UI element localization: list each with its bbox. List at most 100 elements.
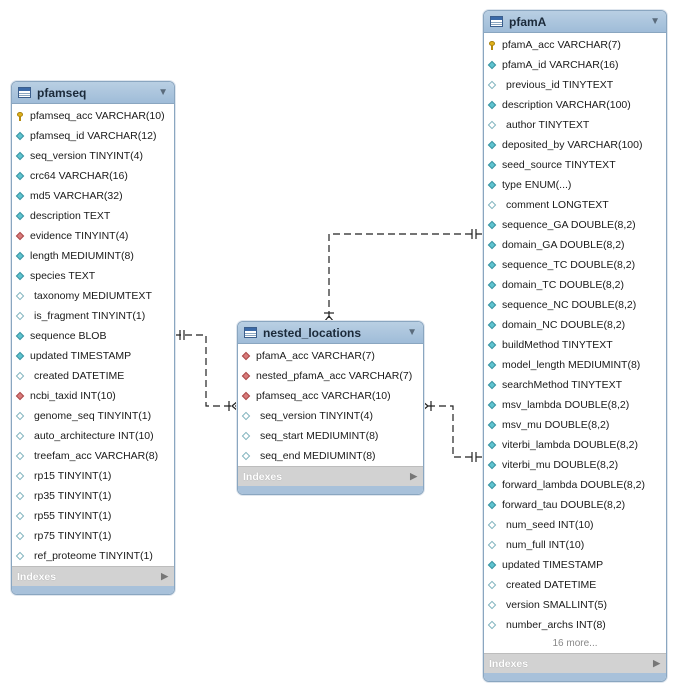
expand-arrow-icon[interactable]: ▶ xyxy=(410,471,417,481)
column-row[interactable]: pfamA_acc VARCHAR(7) xyxy=(238,346,423,366)
column-row[interactable]: auto_architecture INT(10) xyxy=(12,426,174,446)
not-null-column-icon xyxy=(488,181,497,190)
column-label: ncbi_taxid INT(10) xyxy=(30,390,116,402)
column-row[interactable]: pfamseq_id VARCHAR(12) xyxy=(12,126,174,146)
not-null-column-icon xyxy=(488,241,497,250)
column-label: searchMethod TINYTEXT xyxy=(502,379,623,391)
indexes-section[interactable]: Indexes ▶ xyxy=(238,466,423,486)
column-row[interactable]: seq_version TINYINT(4) xyxy=(238,406,423,426)
column-row[interactable]: type ENUM(...) xyxy=(484,175,666,195)
column-row[interactable]: comment LONGTEXT xyxy=(484,195,666,215)
column-row[interactable]: forward_lambda DOUBLE(8,2) xyxy=(484,475,666,495)
expand-arrow-icon[interactable]: ▶ xyxy=(653,658,660,668)
column-label: species TEXT xyxy=(30,270,96,282)
column-label: auto_architecture INT(10) xyxy=(34,430,154,442)
column-row[interactable]: md5 VARCHAR(32) xyxy=(12,186,174,206)
column-row[interactable]: description VARCHAR(100) xyxy=(484,95,666,115)
foreign-key-column-icon xyxy=(242,352,251,361)
column-row[interactable]: seq_start MEDIUMINT(8) xyxy=(238,426,423,446)
table-header[interactable]: pfamA ▼ xyxy=(484,11,666,33)
column-row[interactable]: author TINYTEXT xyxy=(484,115,666,135)
column-row[interactable]: ref_proteome TINYINT(1) xyxy=(12,546,174,566)
collapse-triangle-icon[interactable]: ▼ xyxy=(407,327,417,338)
column-row[interactable]: taxonomy MEDIUMTEXT xyxy=(12,286,174,306)
table-header[interactable]: pfamseq ▼ xyxy=(12,82,174,104)
nullable-column-icon xyxy=(16,412,29,421)
column-label: model_length MEDIUMINT(8) xyxy=(502,359,641,371)
collapse-triangle-icon[interactable]: ▼ xyxy=(158,87,168,98)
table-pfamseq[interactable]: pfamseq ▼ pfamseq_acc VARCHAR(10)pfamseq… xyxy=(11,81,175,595)
column-label: rp15 TINYINT(1) xyxy=(34,470,112,482)
indexes-section[interactable]: Indexes ▶ xyxy=(484,653,666,673)
table-pfama[interactable]: pfamA ▼ pfamA_acc VARCHAR(7)pfamA_id VAR… xyxy=(483,10,667,682)
column-row[interactable]: pfamA_id VARCHAR(16) xyxy=(484,55,666,75)
not-null-column-icon xyxy=(16,352,25,361)
column-row[interactable]: updated TIMESTAMP xyxy=(12,346,174,366)
column-row[interactable]: number_archs INT(8) xyxy=(484,615,666,635)
column-row[interactable]: seed_source TINYTEXT xyxy=(484,155,666,175)
nullable-column-icon xyxy=(488,541,501,550)
table-footer xyxy=(12,586,174,594)
column-row[interactable]: msv_lambda DOUBLE(8,2) xyxy=(484,395,666,415)
table-nested-locations[interactable]: nested_locations ▼ pfamA_acc VARCHAR(7)n… xyxy=(237,321,424,495)
column-label: md5 VARCHAR(32) xyxy=(30,190,123,202)
not-null-column-icon xyxy=(488,481,497,490)
column-row[interactable]: domain_GA DOUBLE(8,2) xyxy=(484,235,666,255)
column-row[interactable]: rp35 TINYINT(1) xyxy=(12,486,174,506)
column-row[interactable]: num_seed INT(10) xyxy=(484,515,666,535)
column-row[interactable]: pfamseq_acc VARCHAR(10) xyxy=(238,386,423,406)
column-row[interactable]: sequence_GA DOUBLE(8,2) xyxy=(484,215,666,235)
column-row[interactable]: genome_seq TINYINT(1) xyxy=(12,406,174,426)
column-row[interactable]: created DATETIME xyxy=(12,366,174,386)
column-row[interactable]: seq_version TINYINT(4) xyxy=(12,146,174,166)
column-row[interactable]: msv_mu DOUBLE(8,2) xyxy=(484,415,666,435)
column-row[interactable]: previous_id TINYTEXT xyxy=(484,75,666,95)
column-row[interactable]: created DATETIME xyxy=(484,575,666,595)
column-list: pfamA_acc VARCHAR(7)nested_pfamA_acc VAR… xyxy=(238,344,423,466)
column-row[interactable]: species TEXT xyxy=(12,266,174,286)
column-row[interactable]: pfamseq_acc VARCHAR(10) xyxy=(12,106,174,126)
column-row[interactable]: pfamA_acc VARCHAR(7) xyxy=(484,35,666,55)
column-row[interactable]: rp15 TINYINT(1) xyxy=(12,466,174,486)
column-row[interactable]: viterbi_mu DOUBLE(8,2) xyxy=(484,455,666,475)
column-label: sequence_TC DOUBLE(8,2) xyxy=(502,259,636,271)
column-row[interactable]: ncbi_taxid INT(10) xyxy=(12,386,174,406)
not-null-column-icon xyxy=(488,261,497,270)
column-row[interactable]: searchMethod TINYTEXT xyxy=(484,375,666,395)
column-label: author TINYTEXT xyxy=(506,119,590,131)
column-row[interactable]: buildMethod TINYTEXT xyxy=(484,335,666,355)
column-row[interactable]: num_full INT(10) xyxy=(484,535,666,555)
column-row[interactable]: deposited_by VARCHAR(100) xyxy=(484,135,666,155)
column-row[interactable]: length MEDIUMINT(8) xyxy=(12,246,174,266)
not-null-column-icon xyxy=(488,281,497,290)
column-row[interactable]: domain_NC DOUBLE(8,2) xyxy=(484,315,666,335)
table-title: nested_locations xyxy=(263,325,362,340)
column-row[interactable]: seq_end MEDIUMINT(8) xyxy=(238,446,423,466)
more-columns-link[interactable]: 16 more... xyxy=(552,638,598,649)
column-label: type ENUM(...) xyxy=(502,179,572,191)
column-row[interactable]: viterbi_lambda DOUBLE(8,2) xyxy=(484,435,666,455)
column-row[interactable]: sequence_TC DOUBLE(8,2) xyxy=(484,255,666,275)
nullable-column-icon xyxy=(16,312,29,321)
column-row[interactable]: rp55 TINYINT(1) xyxy=(12,506,174,526)
column-row[interactable]: model_length MEDIUMINT(8) xyxy=(484,355,666,375)
column-row[interactable]: version SMALLINT(5) xyxy=(484,595,666,615)
indexes-section[interactable]: Indexes ▶ xyxy=(12,566,174,586)
column-row[interactable]: domain_TC DOUBLE(8,2) xyxy=(484,275,666,295)
column-label: description TEXT xyxy=(30,210,111,222)
not-null-column-icon xyxy=(16,132,25,141)
column-row[interactable]: rp75 TINYINT(1) xyxy=(12,526,174,546)
expand-arrow-icon[interactable]: ▶ xyxy=(161,571,168,581)
column-row[interactable]: sequence_NC DOUBLE(8,2) xyxy=(484,295,666,315)
table-header[interactable]: nested_locations ▼ xyxy=(238,322,423,344)
column-row[interactable]: evidence TINYINT(4) xyxy=(12,226,174,246)
column-row[interactable]: forward_tau DOUBLE(8,2) xyxy=(484,495,666,515)
column-row[interactable]: treefam_acc VARCHAR(8) xyxy=(12,446,174,466)
column-row[interactable]: nested_pfamA_acc VARCHAR(7) xyxy=(238,366,423,386)
collapse-triangle-icon[interactable]: ▼ xyxy=(650,16,660,27)
column-row[interactable]: updated TIMESTAMP xyxy=(484,555,666,575)
column-row[interactable]: crc64 VARCHAR(16) xyxy=(12,166,174,186)
column-row[interactable]: sequence BLOB xyxy=(12,326,174,346)
column-row[interactable]: description TEXT xyxy=(12,206,174,226)
column-row[interactable]: is_fragment TINYINT(1) xyxy=(12,306,174,326)
